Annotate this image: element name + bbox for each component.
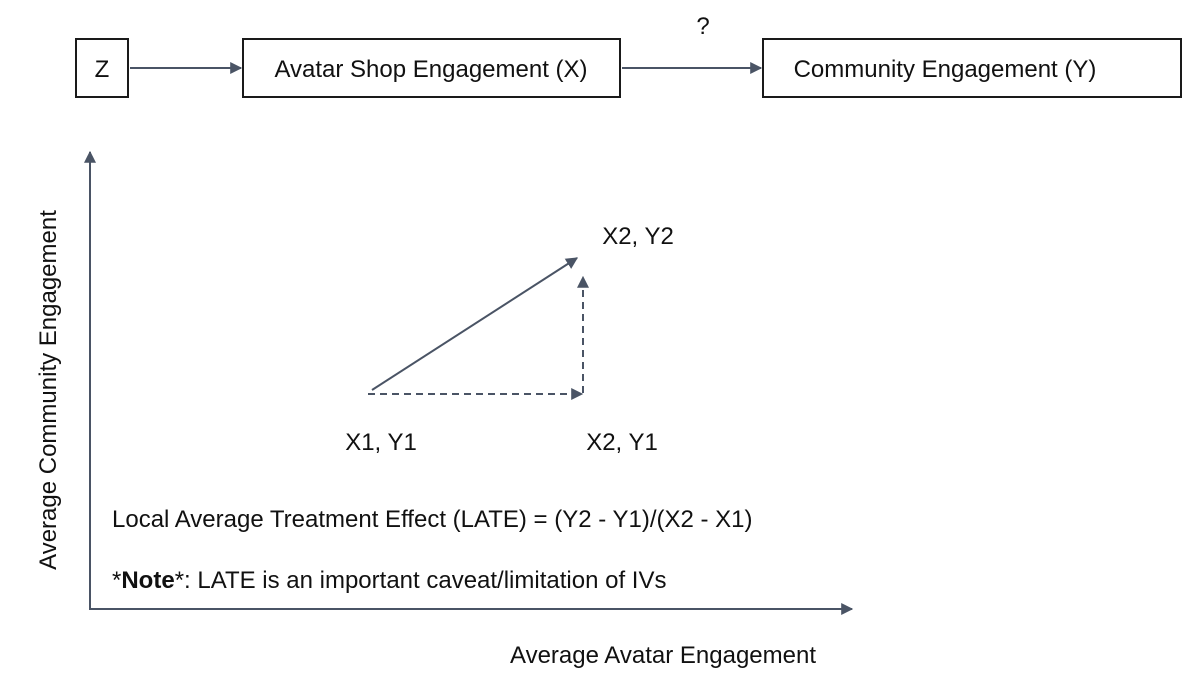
note-bold: Note	[121, 567, 174, 594]
late-formula: Local Average Treatment Effect (LATE) = …	[112, 506, 753, 533]
node-y: Community Engagement (Y)	[762, 38, 1182, 98]
note-rest: *: LATE is an important caveat/limitatio…	[175, 567, 667, 594]
point-label-x2-y1: X2, Y1	[586, 429, 658, 456]
y-axis-label: Average Community Engagement	[35, 210, 62, 570]
point-label-x1-y1: X1, Y1	[345, 429, 417, 456]
note-text: *Note*: LATE is an important caveat/limi…	[112, 567, 666, 594]
node-x-label: Avatar Shop Engagement (X)	[274, 56, 587, 83]
node-z-label: Z	[95, 56, 110, 83]
node-x: Avatar Shop Engagement (X)	[242, 38, 621, 98]
note-prefix: *	[112, 567, 121, 594]
diagonal-effect-arrow	[371, 257, 579, 391]
node-z: Z	[75, 38, 129, 98]
edge-question-mark: ?	[696, 13, 709, 40]
x-axis-label: Average Avatar Engagement	[510, 642, 816, 669]
point-label-x2-y2: X2, Y2	[602, 223, 674, 250]
node-y-label: Community Engagement (Y)	[794, 56, 1097, 83]
